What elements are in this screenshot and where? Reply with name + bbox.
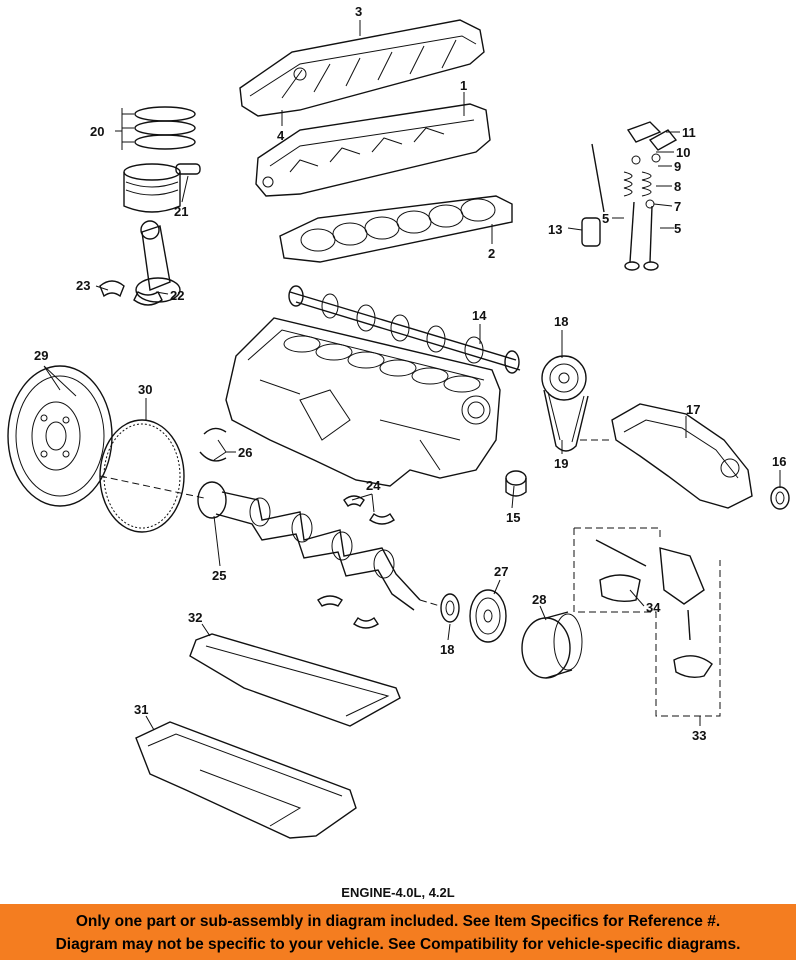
callout-13: 13	[548, 222, 562, 237]
rear-main-seal	[199, 427, 227, 462]
piston-rings	[134, 106, 196, 150]
callout-32: 32	[188, 610, 202, 625]
callout-11: 11	[682, 125, 696, 140]
cylinder-head	[255, 103, 491, 197]
ring-gear	[99, 419, 185, 533]
crank-sprocket	[440, 593, 460, 623]
oil-pan	[135, 721, 357, 839]
vibration-damper	[469, 589, 507, 643]
callout-4: 4	[277, 128, 285, 143]
callout-19: 19	[554, 456, 568, 471]
callout-23: 23	[76, 278, 90, 293]
oil-pump-assembly	[573, 527, 721, 717]
callout-18-bottom: 18	[440, 642, 454, 657]
disclaimer-line-2: Diagram may not be specific to your vehi…	[55, 936, 741, 953]
timing-chain-set	[541, 355, 589, 452]
callout-34: 34	[646, 600, 661, 615]
crank-pulley	[521, 611, 583, 679]
callout-28: 28	[532, 592, 546, 607]
callout-18-top: 18	[554, 314, 568, 329]
callout-1: 1	[460, 78, 467, 93]
callout-26: 26	[238, 445, 252, 460]
alignment-lines	[99, 439, 612, 607]
callout-3: 3	[355, 4, 362, 19]
callout-14: 14	[472, 308, 487, 323]
callout-17: 17	[686, 402, 700, 417]
cam-bearing	[505, 470, 527, 497]
callout-10: 10	[676, 145, 690, 160]
diagram-caption: ENGINE-4.0L, 4.2L	[341, 885, 455, 900]
leader-lines	[43, 20, 781, 731]
callout-20: 20	[90, 124, 104, 139]
callout-24: 24	[366, 478, 381, 493]
callout-16: 16	[772, 454, 786, 469]
piston	[123, 163, 201, 213]
callout-5-right: 5	[674, 221, 681, 236]
disclaimer-banner: Only one part or sub-assembly in diagram…	[0, 904, 796, 960]
callout-22: 22	[170, 288, 184, 303]
disclaimer-line-1: Only one part or sub-assembly in diagram…	[75, 913, 721, 930]
exploded-parts-diagram: 3 4 1 2 20 21 23 22 11 10 9 8 7 5 5 13 1…	[7, 4, 790, 839]
callout-labels: 3 4 1 2 20 21 23 22 11 10 9 8 7 5 5 13 1…	[34, 4, 786, 743]
camshaft	[288, 285, 521, 374]
valve-cover	[239, 19, 485, 117]
callout-7: 7	[674, 199, 681, 214]
callout-5-left: 5	[602, 211, 609, 226]
timing-cover	[611, 403, 790, 510]
oil-pan-gasket	[189, 633, 401, 727]
head-gasket	[279, 195, 513, 263]
callout-2: 2	[488, 246, 495, 261]
flywheel	[7, 365, 113, 507]
crankshaft	[197, 481, 421, 611]
callout-9: 9	[674, 159, 681, 174]
main-bearings	[317, 495, 395, 629]
callout-29: 29	[34, 348, 48, 363]
callout-27: 27	[494, 564, 508, 579]
valve-train	[581, 121, 678, 271]
callout-33: 33	[692, 728, 706, 743]
engine-block	[225, 317, 501, 487]
callout-21: 21	[174, 204, 188, 219]
callout-30: 30	[138, 382, 152, 397]
callout-15: 15	[506, 510, 520, 525]
callout-8: 8	[674, 179, 681, 194]
callout-25: 25	[212, 568, 226, 583]
callout-31: 31	[134, 702, 148, 717]
